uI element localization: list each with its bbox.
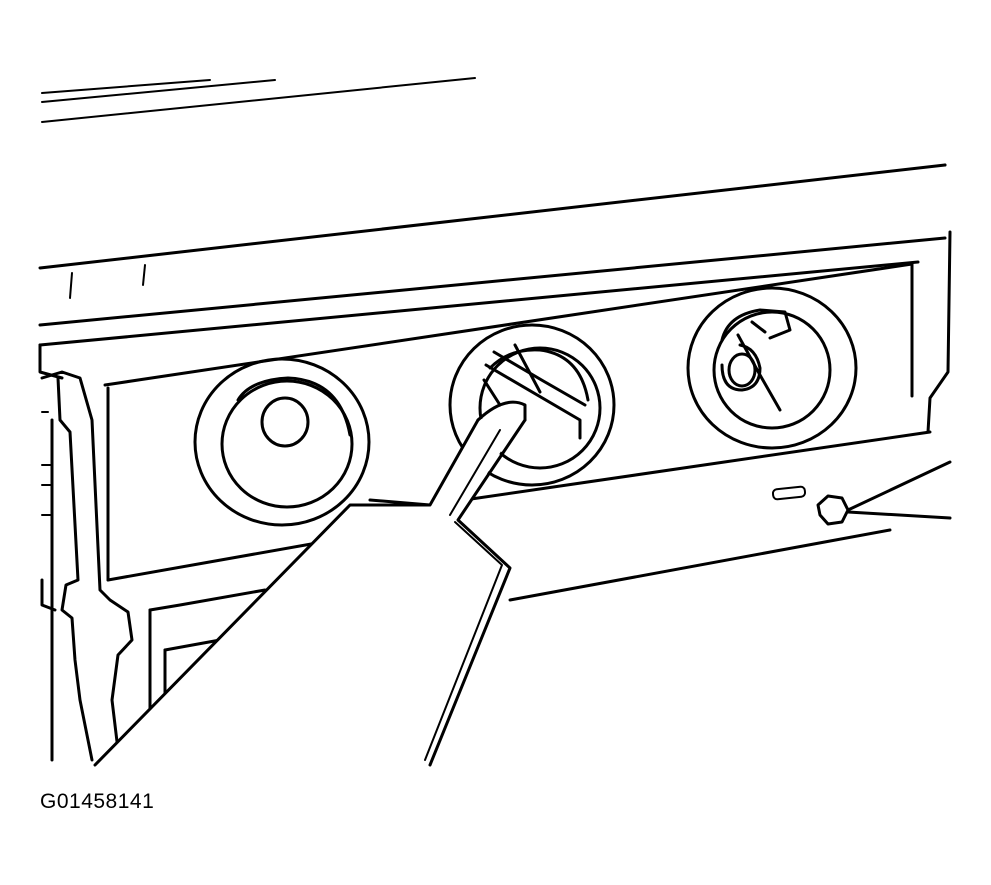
right-knob bbox=[686, 286, 858, 450]
panel-fasteners bbox=[771, 460, 952, 526]
figure-id-label: G01458141 bbox=[40, 790, 155, 813]
center-knob bbox=[448, 323, 616, 487]
left-knob bbox=[193, 357, 371, 527]
trim-tool bbox=[93, 400, 530, 767]
dash-upper-edges bbox=[38, 163, 952, 434]
left-bracket bbox=[40, 370, 267, 762]
upper-trim-lines bbox=[41, 77, 476, 123]
